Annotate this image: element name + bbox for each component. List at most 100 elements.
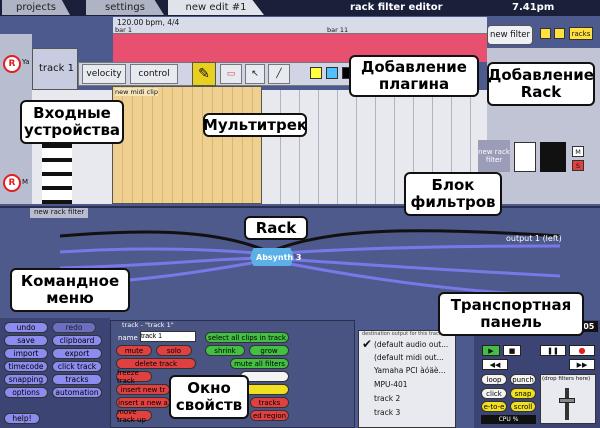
input-device-bottom[interactable]: R bbox=[3, 174, 21, 192]
rewind-icon[interactable]: ◀◀ bbox=[482, 359, 508, 370]
click-button[interactable]: click bbox=[481, 388, 507, 399]
new-rack-filter-button[interactable]: new rack filter bbox=[478, 140, 510, 172]
export-button[interactable]: export bbox=[52, 348, 102, 359]
filter-block-1[interactable] bbox=[514, 142, 536, 172]
tracks-submenu-button[interactable]: tracks bbox=[250, 397, 289, 408]
output-item[interactable]: MPU-401 bbox=[374, 380, 408, 389]
pencil-tool-icon[interactable]: ✎ bbox=[192, 62, 216, 86]
tab-control[interactable]: control bbox=[130, 64, 178, 84]
add-region-button[interactable]: ed region bbox=[250, 410, 289, 421]
callout-plugin: Добавление плагина bbox=[349, 55, 479, 97]
move-track-up-button[interactable]: move track up bbox=[116, 408, 152, 424]
output-list-header: destination output for this track bbox=[362, 331, 442, 337]
delete-track-button[interactable]: delete track bbox=[116, 358, 196, 369]
stop-icon[interactable]: ■ bbox=[503, 345, 521, 356]
racks-button[interactable]: racks bbox=[569, 27, 593, 40]
cpu-meter: CPU % bbox=[481, 415, 536, 424]
clipboard-button[interactable]: clipboard bbox=[52, 335, 102, 346]
snapping-button[interactable]: snapping bbox=[4, 374, 48, 385]
fast-forward-icon[interactable]: ▶▶ bbox=[569, 359, 595, 370]
input-device-bottom-label: M bbox=[22, 178, 29, 186]
mute-button[interactable]: mute bbox=[116, 345, 152, 356]
track-header[interactable]: track 1 bbox=[32, 48, 78, 90]
import-button[interactable]: import bbox=[4, 348, 48, 359]
rack-option-1[interactable] bbox=[540, 28, 551, 39]
window-title: rack filter editor bbox=[350, 2, 443, 13]
pause-icon[interactable]: ❚❚ bbox=[540, 345, 566, 356]
eraser-tool-icon[interactable]: ▭ bbox=[220, 64, 242, 84]
punch-button[interactable]: punch bbox=[510, 374, 536, 385]
output-item[interactable]: (default midi out... bbox=[374, 353, 444, 362]
cpu-label: CPU % bbox=[498, 416, 519, 423]
select-all-clips-button[interactable]: select all clips in track bbox=[205, 332, 289, 343]
output-item[interactable]: track 3 bbox=[374, 408, 401, 417]
input-device-top[interactable]: R bbox=[3, 55, 21, 73]
output-list bbox=[358, 330, 456, 428]
input-device-top-label: Ya bbox=[22, 58, 30, 66]
rack-title-tab: new rack filter bbox=[30, 208, 89, 218]
track-name-field[interactable] bbox=[140, 331, 196, 342]
output-item[interactable]: (default audio out... bbox=[374, 340, 449, 349]
play-icon[interactable]: ▶ bbox=[482, 345, 500, 356]
save-button[interactable]: save bbox=[4, 335, 48, 346]
timecode-button[interactable]: timecode bbox=[4, 361, 48, 372]
bar-1-label: bar 1 bbox=[115, 26, 132, 34]
line-tool-icon[interactable]: ╱ bbox=[268, 64, 290, 84]
tab-new-edit[interactable]: new edit #1 bbox=[168, 0, 264, 15]
tab-projects[interactable]: projects bbox=[2, 0, 70, 15]
click-track-button[interactable]: click track bbox=[52, 361, 102, 372]
e-to-e-button[interactable]: e-to-e bbox=[481, 401, 507, 412]
timeline-ruler: 120.00 bpm, 4/4 bar 1 bar 11 bbox=[113, 17, 487, 34]
volume-slider-handle[interactable] bbox=[559, 398, 575, 403]
tab-settings[interactable]: settings bbox=[86, 0, 164, 15]
callout-inputs: Входные устройства bbox=[20, 100, 124, 144]
undo-button[interactable]: undo bbox=[4, 322, 48, 333]
midi-clip[interactable]: new midi clip bbox=[112, 86, 262, 204]
callout-transport: Транспортная панель bbox=[438, 292, 584, 336]
new-filter-button[interactable]: new filter bbox=[487, 25, 533, 45]
tracks-menu-button[interactable]: tracks bbox=[52, 374, 102, 385]
insert-new-track-button[interactable]: insert new tr bbox=[116, 384, 170, 395]
pointer-tool-icon[interactable]: ↖ bbox=[245, 64, 265, 84]
rack-output-label: output 1 (left) bbox=[506, 234, 562, 243]
automation-button[interactable]: automation bbox=[52, 387, 102, 398]
callout-command-menu: Командное меню bbox=[10, 268, 130, 312]
rack-option-2[interactable] bbox=[554, 28, 565, 39]
callout-rack-add: Добавление Rack bbox=[487, 62, 595, 106]
midi-clip-name: new midi clip bbox=[115, 88, 158, 96]
insert-new-audio-button[interactable]: insert a new a bbox=[116, 397, 170, 408]
snap-button[interactable]: snap bbox=[510, 388, 536, 399]
output-item[interactable]: track 2 bbox=[374, 394, 401, 403]
callout-multitrack: Мультитрек bbox=[203, 113, 307, 137]
mute-toggle[interactable]: M bbox=[572, 146, 584, 157]
properties-title: track - "track 1" bbox=[122, 321, 174, 329]
solo-toggle[interactable]: S bbox=[572, 160, 584, 171]
callout-filter-block: Блок фильтров bbox=[404, 172, 502, 216]
color-swatch-blue[interactable] bbox=[326, 67, 338, 79]
record-icon[interactable]: ● bbox=[569, 345, 595, 356]
scroll-button[interactable]: scroll bbox=[510, 401, 536, 412]
mute-all-filters-button[interactable]: mute all filters bbox=[230, 358, 289, 369]
help-button[interactable]: help! bbox=[4, 413, 40, 424]
selected-output-check-icon: ✔ bbox=[362, 337, 373, 351]
clock: 7.41pm bbox=[512, 2, 555, 13]
tempo-label: 120.00 bpm, 4/4 bbox=[117, 18, 180, 27]
track-name: track 1 bbox=[39, 63, 74, 74]
color-swatch-yellow[interactable] bbox=[310, 67, 322, 79]
shrink-button[interactable]: shrink bbox=[205, 345, 245, 356]
loop-button[interactable]: loop bbox=[481, 374, 507, 385]
absynth-node-label: Absynth 3 bbox=[256, 253, 302, 262]
bar-11-label: bar 11 bbox=[327, 26, 349, 34]
redo-button[interactable]: redo bbox=[52, 322, 96, 333]
solo-button[interactable]: solo bbox=[156, 345, 192, 356]
volume-slider[interactable] bbox=[565, 388, 569, 420]
tab-velocity[interactable]: velocity bbox=[82, 64, 126, 84]
freeze-track-button[interactable]: freeze track bbox=[116, 369, 152, 385]
drop-filters-hint: (drop filters here) bbox=[542, 376, 591, 382]
grow-button[interactable]: grow bbox=[249, 345, 289, 356]
options-button[interactable]: options bbox=[4, 387, 48, 398]
output-item[interactable]: Yamaha PCI àóäè... bbox=[374, 366, 446, 375]
absynth-node[interactable] bbox=[250, 248, 294, 266]
filter-block-2[interactable] bbox=[540, 142, 566, 172]
callout-rack: Rack bbox=[244, 216, 308, 240]
